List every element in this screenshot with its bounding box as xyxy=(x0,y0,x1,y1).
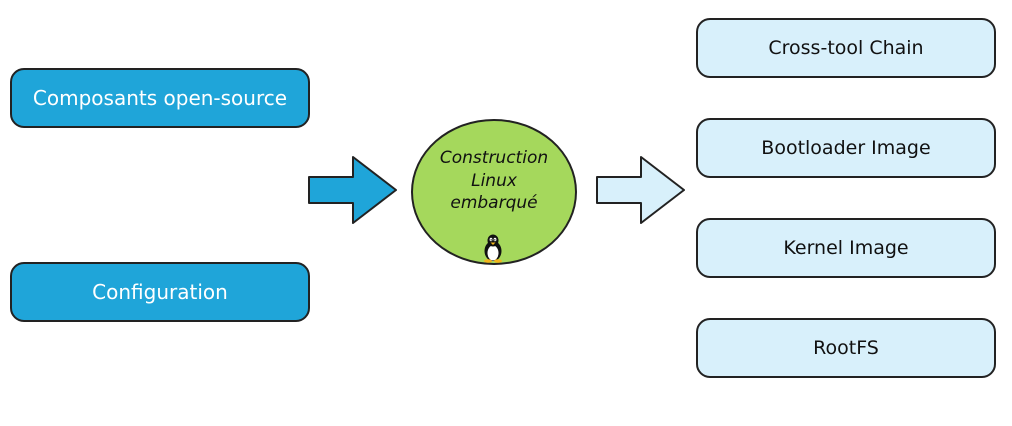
output-cross-tool-chain-box: Cross-tool Chain xyxy=(696,18,996,78)
center-line-2: Linux xyxy=(471,170,517,191)
output-kernel-image-box: Kernel Image xyxy=(696,218,996,278)
input-configuration-label: Configuration xyxy=(92,280,228,304)
center-line-3: embarqué xyxy=(450,193,538,214)
output-kernel-image-label: Kernel Image xyxy=(783,237,909,259)
input-components-label: Composants open-source xyxy=(32,86,288,110)
tux-penguin-icon xyxy=(484,234,502,263)
input-components-box: Composants open-source xyxy=(10,68,310,128)
output-cross-tool-chain-label: Cross-tool Chain xyxy=(768,37,924,59)
center-line-1: Construction xyxy=(439,147,549,168)
output-bootloader-image-label: Bootloader Image xyxy=(761,137,931,159)
output-rootfs-box: RootFS xyxy=(696,318,996,378)
output-arrow xyxy=(596,156,685,224)
output-rootfs-label: RootFS xyxy=(813,337,879,359)
input-arrow xyxy=(308,156,397,224)
output-bootloader-image-box: Bootloader Image xyxy=(696,118,996,178)
input-configuration-box: Configuration xyxy=(10,262,310,322)
